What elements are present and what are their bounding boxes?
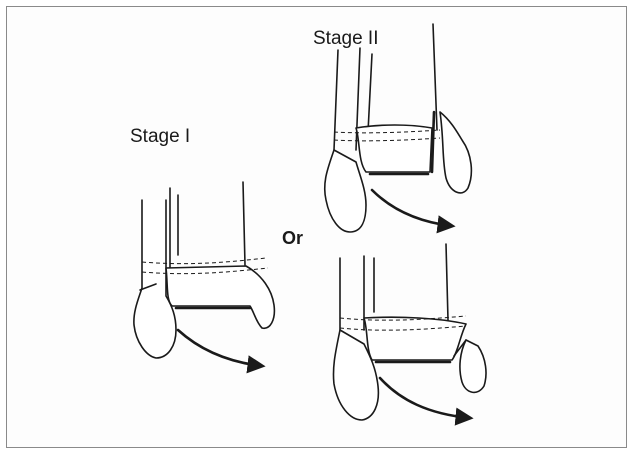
stage-2-ankle-lower — [333, 244, 486, 420]
stage-1-arrow — [178, 330, 262, 366]
stage-1-ankle — [134, 182, 275, 366]
stage-2a-arrow — [372, 190, 452, 226]
stage-2b-plafond — [364, 317, 466, 360]
stage-1-tibia — [170, 182, 245, 270]
stage-2b-medial-malleolus-fragment — [460, 340, 486, 392]
stage-2b-arrow — [380, 378, 470, 418]
stage-1-tibial-plafond — [166, 266, 274, 328]
stage-2a-medial-malleolus-fragment — [440, 112, 471, 193]
stage-2-ankle-upper — [325, 24, 472, 232]
stage-2a-fibula — [325, 150, 366, 232]
